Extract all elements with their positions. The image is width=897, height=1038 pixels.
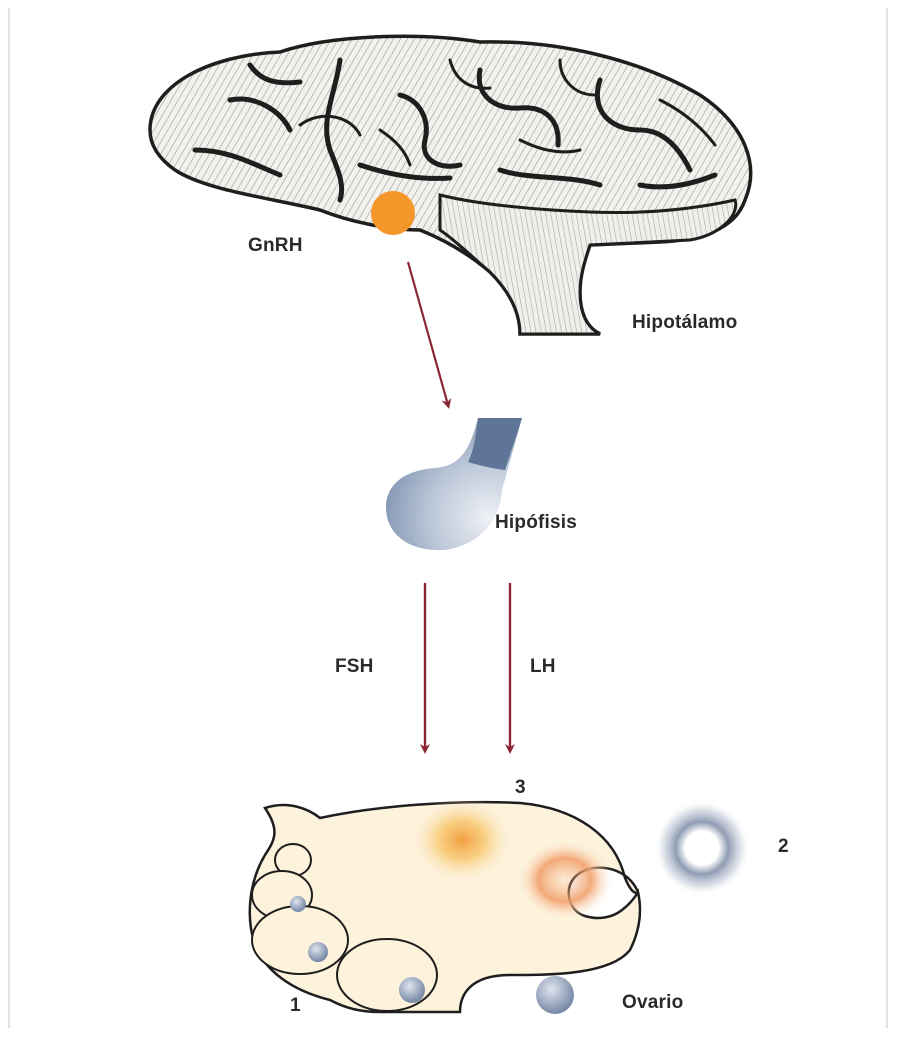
follicle-large xyxy=(337,939,437,1011)
ovulated-ovum-icon xyxy=(654,800,750,896)
gnrh-source-dot xyxy=(371,191,415,235)
stage-2-label: 2 xyxy=(778,836,789,858)
brain-icon xyxy=(150,36,751,334)
gnrh-arrow xyxy=(408,262,448,405)
stage-1-label: 1 xyxy=(290,995,301,1017)
ovary-label: Ovario xyxy=(622,992,683,1014)
lh-label: LH xyxy=(530,656,556,678)
gnrh-label: GnRH xyxy=(248,235,303,257)
stage-3-label: 3 xyxy=(515,777,526,799)
ovary-icon xyxy=(250,796,640,1012)
corpus-luteum xyxy=(517,840,613,920)
dominant-follicle xyxy=(410,796,514,884)
egg-icon xyxy=(536,976,574,1014)
follicle-medium xyxy=(252,906,348,974)
hypothalamus-label: Hipotálamo xyxy=(632,312,737,334)
pituitary-label: Hipófisis xyxy=(495,512,577,534)
fsh-label: FSH xyxy=(335,656,374,678)
